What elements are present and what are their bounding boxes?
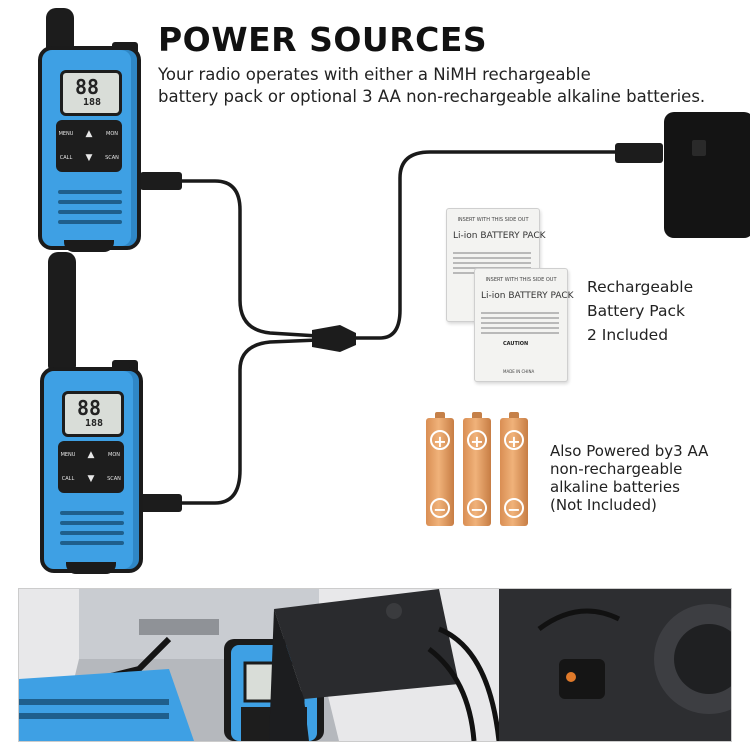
minus-icon: −	[430, 498, 450, 519]
speaker-grille	[58, 200, 122, 204]
up-button[interactable]: ▲	[85, 129, 93, 139]
speaker-grille	[60, 521, 124, 525]
caption-line: non-rechargeable	[550, 460, 683, 478]
scan-button[interactable]: SCAN	[107, 476, 121, 482]
radio-keypad: MENU ▲ MON CALL ▼ SCAN	[58, 441, 124, 493]
up-button[interactable]: ▲	[87, 450, 95, 460]
minus-icon: −	[467, 498, 487, 519]
pack-label: Li-ion BATTERY PACK	[453, 231, 546, 241]
caption-line: 2 Included	[587, 326, 669, 344]
radio-display-digits: 88	[75, 75, 100, 99]
aa-battery: + −	[426, 412, 454, 526]
radio-screen: 88 188	[60, 70, 122, 116]
radio-body: 88 188 MENU ▲ MON CALL ▼ SCAN	[38, 46, 141, 250]
charging-cable	[140, 112, 750, 512]
down-button[interactable]: ▼	[87, 474, 95, 484]
aa-battery: + −	[500, 412, 528, 526]
subtitle-line: Your radio operates with either a NiMH r…	[158, 65, 591, 84]
radio-bottom: 88 188 MENU ▲ MON CALL ▼ SCAN	[40, 252, 150, 580]
mon-button[interactable]: MON	[106, 131, 118, 137]
radio-keypad: MENU ▲ MON CALL ▼ SCAN	[56, 120, 122, 172]
page-subtitle: Your radio operates with either a NiMH r…	[158, 64, 738, 108]
radio-foot	[66, 562, 116, 574]
mon-button[interactable]: MON	[108, 452, 120, 458]
speaker-grille	[60, 511, 124, 515]
menu-button[interactable]: MENU	[58, 131, 74, 137]
caption-line: Battery Pack	[587, 302, 685, 320]
call-button[interactable]: CALL	[59, 155, 73, 161]
pack-made-in: MADE IN CHINA	[503, 369, 535, 374]
plus-icon: +	[430, 430, 450, 451]
page-title: POWER SOURCES	[158, 20, 488, 59]
minus-icon: −	[504, 498, 524, 519]
battery-pack: INSERT WITH THIS SIDE OUT Li-ion BATTERY…	[474, 268, 574, 382]
aa-caption: Also Powered by3 AA non-rechargeable alk…	[550, 442, 708, 514]
radio-top: 88 188 MENU ▲ MON CALL ▼ SCAN	[38, 8, 148, 253]
aa-battery: + −	[463, 412, 491, 526]
plus-icon: +	[467, 430, 487, 451]
pack-top-text: INSERT WITH THIS SIDE OUT	[485, 277, 557, 283]
pack-label: Li-ion BATTERY PACK	[481, 291, 574, 301]
caption-line: Also Powered by3 AA	[550, 442, 709, 460]
scan-button[interactable]: SCAN	[105, 155, 119, 161]
radio-display-small: 188	[85, 418, 104, 429]
call-button[interactable]: CALL	[61, 476, 75, 482]
speaker-grille	[60, 541, 124, 545]
speaker-grille	[58, 190, 122, 194]
plus-icon: +	[504, 430, 524, 451]
radio-display-digits: 88	[77, 396, 102, 420]
caption-line: alkaline batteries	[550, 478, 680, 496]
radio-display-small: 188	[83, 97, 102, 108]
pack-top-text: INSERT WITH THIS SIDE OUT	[457, 217, 529, 223]
speaker-grille	[60, 531, 124, 535]
usage-photo-strip	[18, 588, 732, 742]
radio-antenna	[48, 252, 76, 370]
usage-photo	[19, 589, 731, 741]
speaker-grille	[58, 210, 122, 214]
caption-line: (Not Included)	[550, 496, 657, 514]
radio-body: 88 188 MENU ▲ MON CALL ▼ SCAN	[40, 367, 143, 573]
caption-line: Rechargeable	[587, 278, 694, 296]
speaker-grille	[58, 220, 122, 224]
radio-foot	[64, 240, 114, 252]
down-button[interactable]: ▼	[85, 153, 93, 163]
pack-caution: CAUTION	[503, 341, 529, 347]
menu-button[interactable]: MENU	[60, 452, 76, 458]
radio-screen: 88 188	[62, 391, 124, 437]
subtitle-line: battery pack or optional 3 AA non-rechar…	[158, 87, 706, 106]
rechargeable-caption: Rechargeable Battery Pack 2 Included	[587, 275, 693, 347]
